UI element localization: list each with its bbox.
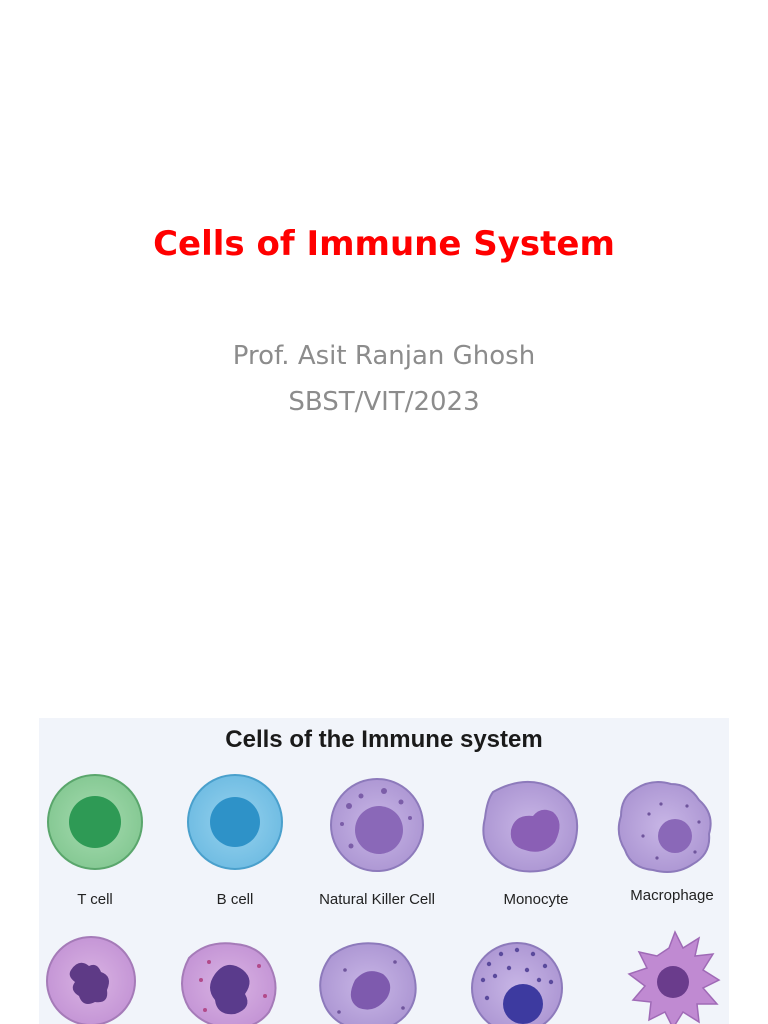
author-name: Prof. Asit Ranjan Ghosh [232,341,536,371]
neutrophil-icon [46,936,136,1024]
basophil-icon [319,942,417,1024]
label-t-cell: T cell [77,891,113,908]
immune-cells-figure: Cells of the Immune system [39,718,729,1024]
affiliation: SBST/VIT/2023 [288,387,480,417]
label-b-cell: B cell [217,891,254,908]
cells-illustration: T cell B cell Natural Killer Cell Monocy… [46,774,721,1024]
label-macrophage: Macrophage [630,887,713,904]
label-monocyte: Monocyte [503,891,568,908]
natural-killer-cell-icon [330,778,424,872]
mast-cell-icon [471,942,563,1024]
slide-title: Cells of Immune System [153,224,615,264]
macrophage-icon [617,781,712,873]
dendritic-cell-icon [627,930,721,1024]
eosinophil-icon [181,942,277,1024]
slide-subtitle: Prof. Asit Ranjan Ghosh SBST/VIT/2023 [0,333,768,425]
label-nk-cell: Natural Killer Cell [319,891,435,908]
figure-title: Cells of the Immune system [225,726,543,753]
monocyte-icon [482,780,579,873]
t-cell-icon [47,774,143,870]
b-cell-icon [187,774,283,870]
